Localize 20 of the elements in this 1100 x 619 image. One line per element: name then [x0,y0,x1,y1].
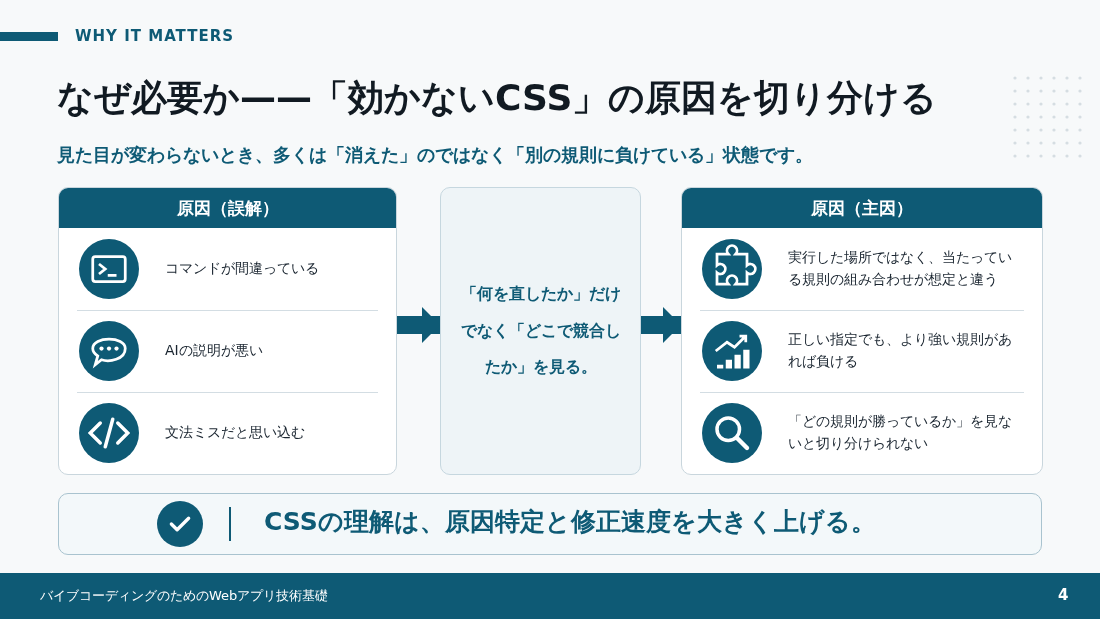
item-text: 「どの規則が勝っているか」を見ないと切り分けられない [788,412,1013,453]
message-box: 「何を直したか」だけでなく「どこで競合したか」を見る。 [440,187,641,475]
item-text: AIの説明が悪い [165,341,264,361]
section-label: WHY IT MATTERS [75,27,234,45]
panel [58,187,397,475]
page-number: 4 [1058,586,1069,604]
item-text: 実行した場所ではなく、当たっている規則の組み合わせが想定と違う [788,248,1013,289]
item-text: 文法ミスだと思い込む [165,423,306,443]
footer-text: バイブコーディングのためのWebアプリ技術基礎 [40,587,329,605]
title: なぜ必要か——「効かないCSS」の原因を切り分ける [57,76,938,120]
item-text: コマンドが間違っている [165,259,320,279]
item-text: 正しい指定でも、より強い規則があれば負ける [788,330,1013,371]
panel [681,187,1043,475]
subtitle: 見た目が変わらないとき、多くは「消えた」のではなく「別の規則に負けている」状態です。 [57,143,813,167]
arrow [397,307,440,343]
conclusion-text: CSSの理解は、原因特定と修正速度を大きく上げる。 [264,506,876,538]
panel-header: 原因（誤解） [59,188,396,228]
panel-header: 原因（主因） [682,188,1042,228]
conclusion-banner [58,493,1042,555]
arrow [641,307,681,343]
